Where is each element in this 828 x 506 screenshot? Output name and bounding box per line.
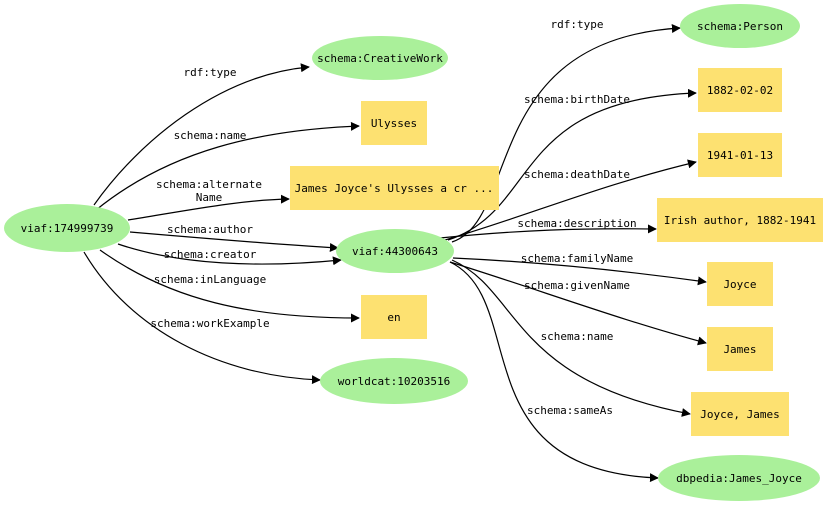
node-schema-person[interactable]: schema:Person: [680, 4, 800, 48]
node-label: Joyce: [723, 278, 756, 291]
node-literal-ulysses[interactable]: Ulysses: [361, 101, 427, 145]
node-label: dbpedia:James_Joyce: [676, 472, 802, 485]
edge-label-line2: Name: [196, 191, 223, 204]
edge-label: schema:author: [167, 223, 253, 236]
node-label: schema:CreativeWork: [317, 52, 443, 65]
edge-schema-birthdate: schema:birthDate: [447, 88, 697, 241]
node-literal-en[interactable]: en: [361, 295, 427, 339]
edge-schema-alternate-name: schema:alternate Name: [127, 178, 290, 221]
edge-label: rdf:type: [184, 66, 237, 79]
edge-label: schema:deathDate: [524, 168, 630, 181]
edges: rdf:type schema:name schema:alternate Na…: [83, 18, 707, 483]
node-label: en: [387, 311, 400, 324]
edge-rdf-type-creative-work: rdf:type: [93, 63, 310, 206]
edge-label: schema:name: [174, 129, 247, 142]
node-literal-deathdate[interactable]: 1941-01-13: [698, 133, 782, 177]
node-worldcat-10203516[interactable]: worldcat:10203516: [320, 358, 468, 404]
node-label: 1882-02-02: [707, 84, 773, 97]
node-schema-creativework[interactable]: schema:CreativeWork: [312, 36, 448, 80]
edge-schema-workexample: schema:workExample: [83, 251, 321, 385]
node-label: viaf:174999739: [21, 222, 114, 235]
edge-schema-sameas: schema:sameAs: [449, 261, 659, 483]
edge-label: schema:sameAs: [527, 404, 613, 417]
node-label: schema:Person: [697, 20, 783, 33]
node-literal-description[interactable]: Irish author, 1882-1941: [657, 198, 823, 242]
edge-label: schema:creator: [164, 248, 257, 261]
node-label: James Joyce's Ulysses a cr ...: [295, 182, 494, 195]
node-literal-birthdate[interactable]: 1882-02-02: [698, 68, 782, 112]
node-literal-alternate-name[interactable]: James Joyce's Ulysses a cr ...: [290, 166, 499, 210]
node-label: worldcat:10203516: [338, 375, 451, 388]
edge-rdf-type-person: rdf:type: [451, 18, 681, 243]
nodes: viaf:174999739 viaf:44300643 schema:Crea…: [4, 4, 823, 501]
node-dbpedia-james-joyce[interactable]: dbpedia:James_Joyce: [658, 455, 820, 501]
node-label: Ulysses: [371, 117, 417, 130]
edge-label: rdf:type: [551, 18, 604, 31]
edge-label: schema:inLanguage: [154, 273, 267, 286]
edge-schema-description: schema:description: [439, 217, 657, 239]
edge-schema-familyname: schema:familyName: [452, 252, 707, 286]
edge-schema-name-ulysses: schema:name: [95, 121, 360, 211]
edge-schema-deathdate: schema:deathDate: [444, 159, 697, 241]
edge-schema-creator: schema:creator: [117, 243, 342, 266]
node-label: Joyce, James: [700, 408, 779, 421]
edge-label: schema:givenName: [524, 279, 630, 292]
edge-label: schema:familyName: [521, 252, 634, 265]
node-literal-full-name[interactable]: Joyce, James: [691, 392, 789, 436]
edge-schema-author: schema:author: [129, 223, 339, 253]
edge-label: schema:workExample: [150, 317, 269, 330]
node-viaf-44300643[interactable]: viaf:44300643: [336, 229, 454, 273]
node-label: 1941-01-13: [707, 149, 773, 162]
node-label: viaf:44300643: [352, 245, 438, 258]
node-label: Irish author, 1882-1941: [664, 214, 816, 227]
node-viaf-174999739[interactable]: viaf:174999739: [4, 204, 130, 252]
edge-label: schema:description: [517, 217, 636, 230]
node-literal-familyname[interactable]: Joyce: [707, 262, 773, 306]
edge-schema-inlanguage: schema:inLanguage: [99, 249, 360, 323]
edge-schema-givenname: schema:givenName: [449, 261, 707, 346]
node-literal-givenname[interactable]: James: [707, 327, 773, 371]
edge-label: schema:birthDate: [524, 93, 630, 106]
edge-label-line1: schema:alternate: [156, 178, 262, 191]
node-label: James: [723, 343, 756, 356]
edge-schema-name-joyce-james: schema:name: [451, 259, 691, 417]
edge-label: schema:name: [541, 330, 614, 343]
